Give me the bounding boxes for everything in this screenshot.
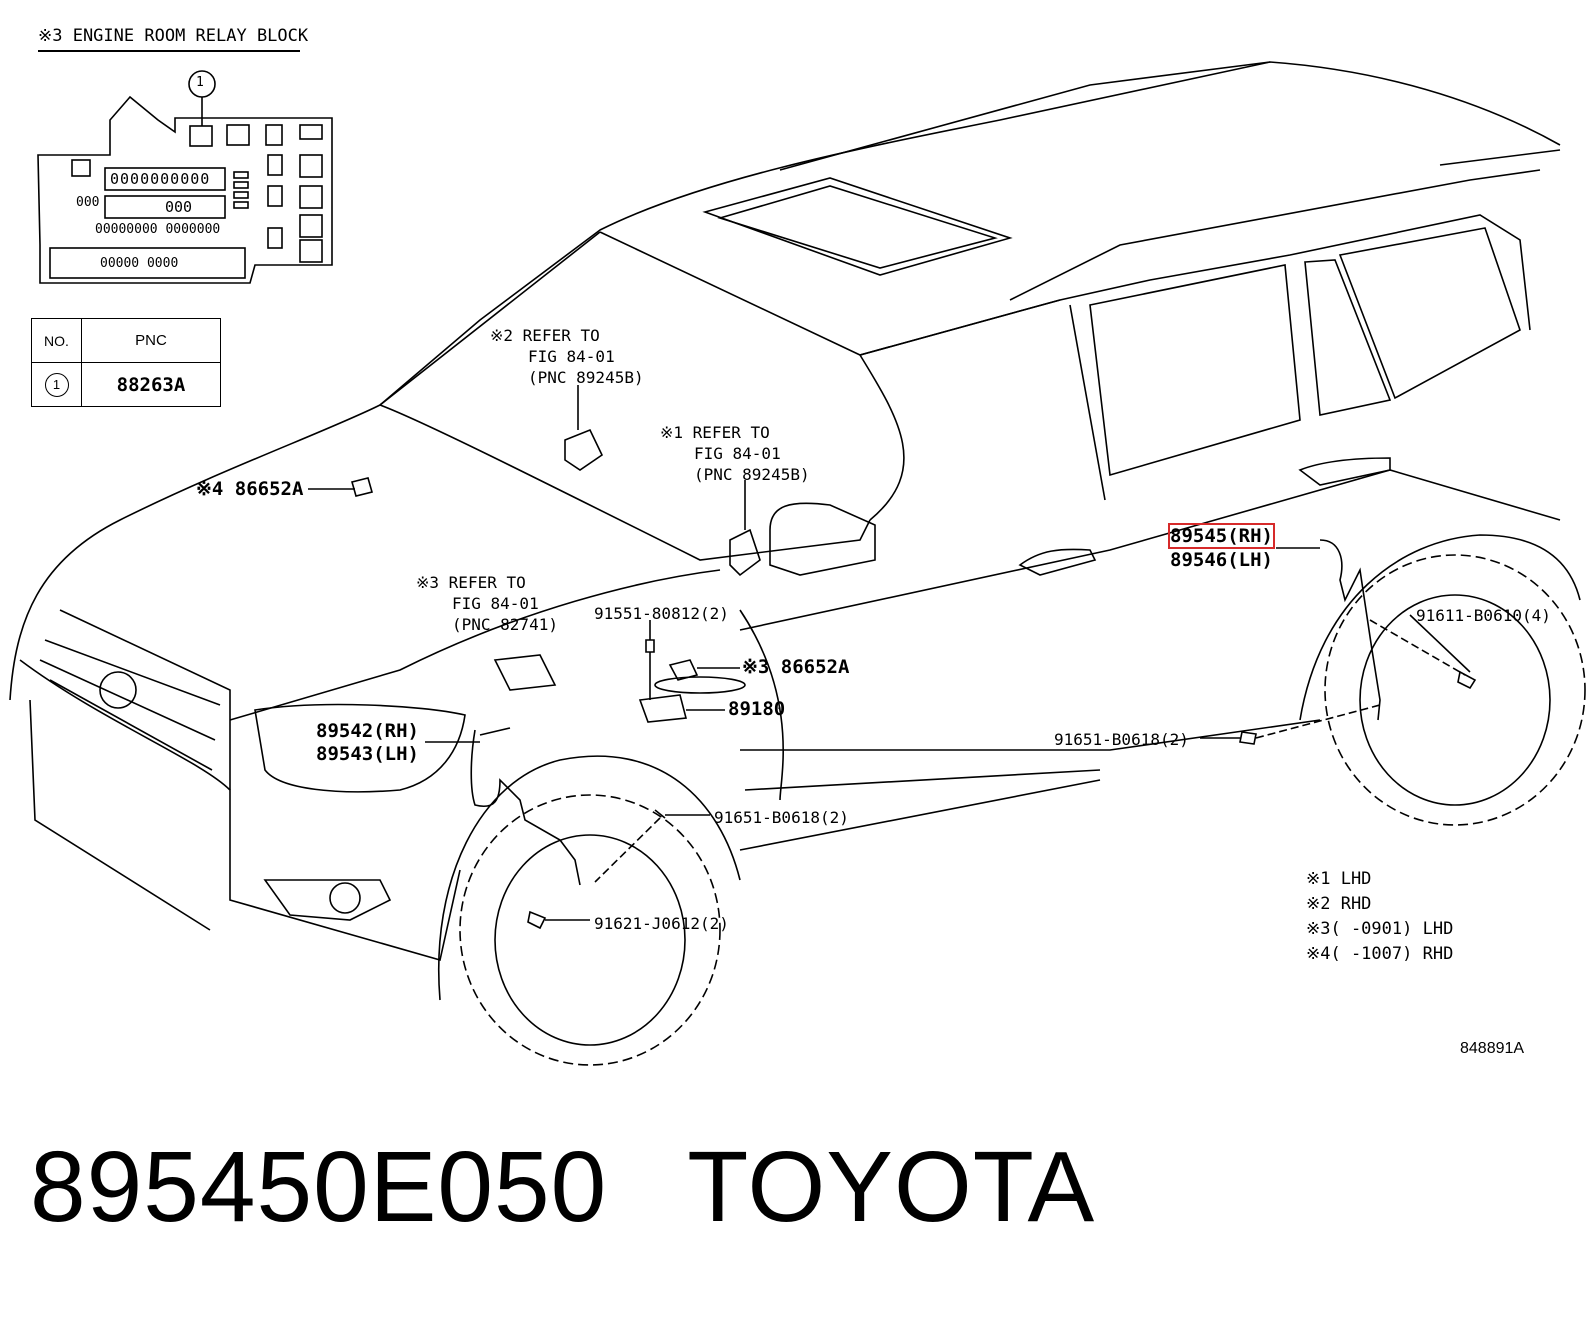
relay-fuse-row-2: 000	[76, 195, 100, 210]
ref1-line1: ※1 REFER TO	[660, 423, 770, 442]
part-89180[interactable]: 89180	[728, 698, 786, 720]
note-2: ※2 RHD	[1306, 894, 1372, 914]
ref2-line2: FIG 84-01	[528, 347, 615, 366]
relay-fuse-row-4: 00000000 0000000	[95, 222, 221, 237]
pnc-row-value: 88263A	[81, 362, 221, 407]
pnc-header-pnc: PNC	[81, 318, 221, 363]
ref3-line2: FIG 84-01	[452, 594, 539, 613]
note-3: ※3( -0901) LHD	[1306, 919, 1454, 939]
part-86652a-lhd[interactable]: ※3 86652A	[742, 656, 850, 678]
ref1-line3: (PNC 89245B)	[694, 465, 810, 484]
note-4: ※4( -1007) RHD	[1306, 944, 1454, 964]
pnc-header-no: NO.	[31, 318, 82, 363]
note-1: ※1 LHD	[1306, 869, 1372, 889]
figure-id: 848891A	[1460, 1040, 1525, 1057]
relay-fuse-row-1: 0000000000	[110, 170, 211, 188]
part-91611[interactable]: 91611-B0610(4)	[1416, 606, 1551, 625]
relay-block-drawing	[37, 70, 333, 284]
relay-fuse-row-5: 00000 0000	[100, 256, 179, 271]
part-89546[interactable]: 89546(LH)	[1170, 549, 1273, 571]
ref2-line3: (PNC 89245B)	[528, 368, 644, 387]
relay-block-title: ※3 ENGINE ROOM RELAY BLOCK	[38, 26, 308, 52]
rear-wheel	[1299, 534, 1586, 826]
part-91651-front[interactable]: 91651-B0618(2)	[714, 808, 849, 827]
part-91651-rear[interactable]: 91651-B0618(2)	[1054, 730, 1189, 749]
component-leaders	[308, 385, 1477, 930]
part-86652a-rhd[interactable]: ※4 86652A	[196, 478, 304, 500]
relay-fuse-row-3: 000	[165, 198, 193, 216]
front-wheel	[438, 755, 741, 1066]
part-91551[interactable]: 91551-80812(2)	[594, 604, 729, 623]
part-89545-highlighted[interactable]: 89545(RH)	[1168, 523, 1275, 549]
pnc-row-number: 1	[44, 372, 69, 397]
part-91621[interactable]: 91621-J0612(2)	[594, 914, 729, 933]
relay-callout-number: 1	[196, 75, 204, 90]
footer-title: 895450E050 TOYOTA	[30, 1130, 1095, 1245]
footer-part-number: 895450E050	[30, 1131, 608, 1243]
vehicle-outline	[9, 61, 1561, 962]
ref2-line1: ※2 REFER TO	[490, 326, 600, 345]
ref3-line3: (PNC 82741)	[452, 615, 558, 634]
pnc-table: NO. PNC 1 88263A	[31, 318, 221, 407]
footer-brand: TOYOTA	[687, 1131, 1096, 1243]
part-89542[interactable]: 89542(RH)	[316, 720, 419, 742]
part-89543[interactable]: 89543(LH)	[316, 743, 419, 765]
ref1-line2: FIG 84-01	[694, 444, 781, 463]
ref3-line1: ※3 REFER TO	[416, 573, 526, 592]
